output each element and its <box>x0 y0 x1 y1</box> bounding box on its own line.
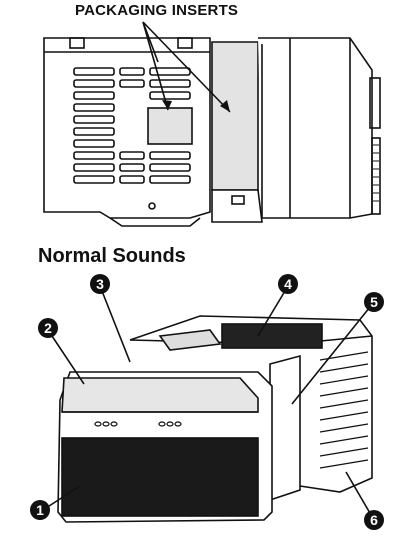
normal-sounds-diagram <box>45 285 375 523</box>
callout-badges <box>30 274 384 530</box>
callout-2-label: 2 <box>44 320 52 336</box>
callout-3-label: 3 <box>96 276 104 292</box>
arrow-to-side-insert <box>142 21 231 113</box>
callout-5 <box>364 292 384 312</box>
callout-1-label: 1 <box>36 502 44 518</box>
callout-1 <box>30 500 50 520</box>
top-louver <box>61 377 259 413</box>
normal-sounds-heading: Normal Sounds <box>38 245 186 267</box>
callout-2 <box>38 318 58 338</box>
front-grille <box>61 437 259 517</box>
callout-3 <box>90 274 110 294</box>
arrow-to-front-insert <box>142 21 169 111</box>
callout-5-label: 5 <box>370 294 378 310</box>
callout-6 <box>364 510 384 530</box>
callout-4-label: 4 <box>284 276 292 292</box>
packaging-inserts-label: PACKAGING INSERTS <box>75 2 239 19</box>
callout-4 <box>278 274 298 294</box>
top-vent <box>221 323 323 349</box>
packaging-insert-side <box>211 41 259 191</box>
packaging-insert-front <box>147 107 193 145</box>
callout-6-label: 6 <box>370 512 378 528</box>
louver-grille <box>73 67 191 184</box>
